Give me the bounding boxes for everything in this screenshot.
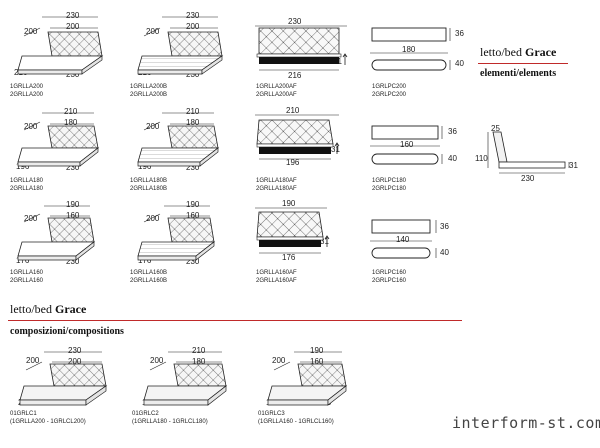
dim-depth: 200	[272, 356, 286, 365]
dim-frame-width: 230	[66, 257, 80, 266]
header-rule	[478, 63, 568, 64]
mattress-drawing	[370, 27, 451, 71]
dim-width-headboard: 230	[68, 346, 82, 355]
arrow-up-icon	[342, 53, 348, 65]
dim-frame-width: 230	[186, 257, 200, 266]
dim-total-height: 110	[475, 154, 488, 163]
arrow-up-icon	[334, 142, 340, 154]
dim-width-bottom: 196	[286, 158, 300, 167]
mattress-drawing	[370, 125, 443, 165]
dim-thickness-top: 36	[455, 29, 464, 38]
dim-frame-width: 230	[186, 70, 200, 79]
dim-frame-depth: 176	[16, 256, 30, 265]
dim-width-headboard: 210	[192, 346, 206, 355]
dim-frame-depth: 196	[138, 162, 152, 171]
mattress-drawing	[370, 219, 437, 259]
dim-width-bottom: 176	[282, 253, 296, 262]
composition-codes: 01GRLC2(1GRLLA180 - 1GRLCL180)	[132, 411, 208, 425]
side-profile-drawing	[487, 131, 570, 174]
dim-width-inner: 160	[66, 211, 80, 220]
dim-width-inner: 200	[68, 357, 82, 366]
composition-drawing	[19, 351, 108, 406]
watermark-text: interform-st.com	[452, 414, 600, 432]
dim-width-headboard: 230	[66, 11, 80, 20]
dim-width-headboard: 210	[186, 107, 200, 116]
dim-width-inner: 180	[186, 118, 200, 127]
composition-drawing	[267, 351, 348, 406]
dim-length: 140	[396, 235, 410, 244]
composition-codes: 01GRLC3(1GRLLA160 - 1GRLCL160)	[258, 411, 334, 425]
dim-thickness-bottom: 40	[448, 154, 457, 163]
dim-width-headboard: 190	[310, 346, 324, 355]
dim-width-headboard: 230	[186, 11, 200, 20]
bed-frame-drawing	[137, 205, 216, 261]
dim-leg-height: 31	[569, 161, 578, 170]
dim-depth: 200	[150, 356, 164, 365]
dim-thickness-top: 36	[448, 127, 457, 136]
headboard-front-drawing	[255, 114, 340, 160]
bed-iso-drawing	[17, 16, 104, 75]
dim-thickness-bottom: 40	[455, 59, 464, 68]
dim-depth: 200	[24, 27, 38, 36]
compositions-section-title: composizioni/compositions	[10, 326, 124, 337]
dim-thickness-bottom: 40	[440, 248, 449, 257]
dim-frame-width: 230	[66, 163, 80, 172]
dim-frame-width: 230	[186, 163, 200, 172]
bed-frame-drawing	[137, 16, 224, 75]
dim-length: 180	[402, 45, 416, 54]
composition-codes: 01GRLC1(1GRLLA200 - 1GRLCL200)	[10, 411, 86, 425]
dim-width-headboard: 190	[66, 200, 80, 209]
dim-depth: 200	[146, 214, 160, 223]
dim-thickness-top: 36	[440, 222, 449, 231]
dim-width-headboard: 190	[186, 200, 200, 209]
composition-drawing	[143, 351, 228, 406]
arrow-up-icon	[324, 235, 330, 247]
dim-leg-height: 31	[320, 237, 329, 246]
dim-frame-depth: 176	[138, 256, 152, 265]
compositions-rule	[8, 320, 462, 321]
dim-length: 230	[521, 174, 535, 183]
dim-width-inner: 160	[186, 211, 200, 220]
dim-headboard-tilt: 25	[491, 124, 500, 133]
dim-leg-height: 31	[331, 145, 340, 154]
dim-width-inner: 180	[192, 357, 206, 366]
dim-width-inner: 180	[64, 118, 78, 127]
dim-depth: 200	[146, 122, 160, 131]
dim-frame-depth: 196	[16, 162, 30, 171]
series-title: letto/bed Grace	[480, 45, 557, 59]
dim-width-headboard: 210	[64, 107, 78, 116]
dim-width-bottom: 216	[288, 71, 302, 80]
dim-frame-width: 230	[66, 70, 80, 79]
dim-length: 160	[400, 140, 414, 149]
section-title: elementi/elements	[480, 68, 557, 79]
headboard-front-drawing	[255, 25, 348, 71]
dim-depth: 200	[26, 356, 40, 365]
bed-iso-drawing	[17, 112, 100, 167]
compositions-series-title: letto/bed Grace	[10, 302, 87, 316]
dim-width-top: 210	[286, 106, 300, 115]
dim-width-inner: 200	[186, 22, 200, 31]
dim-width-top: 190	[282, 199, 296, 208]
dim-width-inner: 200	[66, 22, 80, 31]
bed-frame-drawing	[137, 112, 220, 167]
dim-width-inner: 160	[310, 357, 324, 366]
bed-iso-drawing	[17, 205, 96, 261]
dim-width-top: 230	[288, 17, 302, 26]
headboard-front-drawing	[255, 207, 330, 254]
